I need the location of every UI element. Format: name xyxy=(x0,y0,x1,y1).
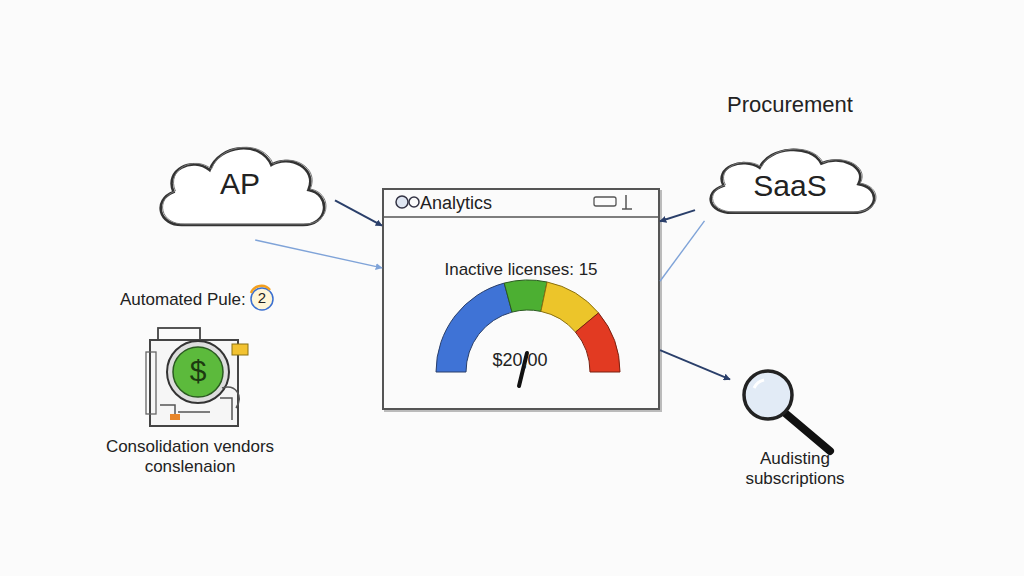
node-heading: Analytics xyxy=(420,193,560,215)
window-control xyxy=(625,195,627,209)
device-icon xyxy=(150,340,238,426)
gauge-segment xyxy=(576,313,621,372)
currency-symbol: $ xyxy=(184,353,212,389)
gauge-segment xyxy=(504,280,547,312)
app-window: AnalyticsInactive licenses: 15 $20,00 xyxy=(382,188,660,410)
device-part xyxy=(170,414,180,420)
icon-node: Audisting subscriptions xyxy=(730,365,860,485)
node-text: Inactive licenses: 15 xyxy=(384,260,658,280)
window-control xyxy=(594,197,616,206)
coin-ring xyxy=(167,341,229,403)
device-wire xyxy=(222,387,239,408)
badge-circle xyxy=(251,288,273,310)
cloud-node: ProcurementSaaS xyxy=(695,90,885,225)
window-control xyxy=(622,208,632,210)
title-bar-line xyxy=(383,216,659,218)
lens-glare xyxy=(754,380,764,388)
cloud-node: AP xyxy=(145,130,335,240)
flow-arrow xyxy=(660,210,695,221)
sticky-note xyxy=(232,344,248,355)
device-icon xyxy=(146,352,156,414)
flow-arrow xyxy=(255,240,382,268)
callout-number: 2 xyxy=(254,289,270,307)
node-heading: Procurement xyxy=(695,92,885,118)
window-icon xyxy=(396,196,408,208)
flow-arrow xyxy=(660,221,705,281)
flow-arrow xyxy=(335,200,382,225)
window-icon xyxy=(409,197,419,207)
magnifier-handle xyxy=(785,413,830,451)
node-text: $20,00 xyxy=(480,350,560,372)
note-label: Automated Pule: xyxy=(120,290,280,310)
dollar-coin xyxy=(173,347,223,397)
node-heading: Audisting subscriptions xyxy=(730,449,860,490)
flow-arrow xyxy=(660,350,730,379)
device-wire xyxy=(160,398,232,420)
node-heading: AP xyxy=(145,166,335,202)
node-text: SaaS xyxy=(695,168,885,204)
magnifier-lens xyxy=(744,371,792,419)
note-label: Consolidation vendors conslenaion xyxy=(95,437,285,478)
